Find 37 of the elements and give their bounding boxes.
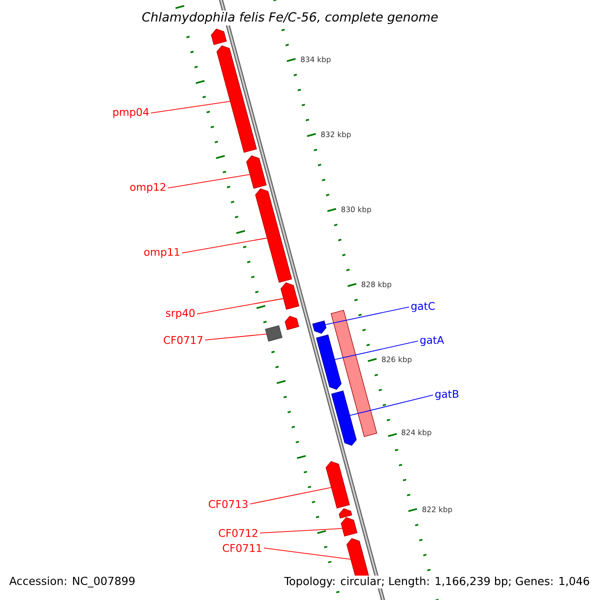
gene-feature (280, 282, 300, 310)
gene-bar (330, 310, 378, 437)
gene-feature (216, 45, 257, 153)
gene-label: omp11 (144, 248, 180, 258)
gene-feature (331, 390, 357, 446)
leader-line (204, 334, 267, 340)
gene-feature (284, 316, 300, 330)
gene-label: CF0717 (164, 336, 202, 344)
gene-feature (326, 461, 350, 509)
gene-label: srp40 (166, 309, 195, 319)
leader-line (325, 306, 410, 325)
leader-line (350, 394, 434, 416)
gene-label: CF0711 (222, 544, 262, 552)
leader-line (182, 238, 268, 254)
gene-label: gatB (435, 390, 458, 400)
info-text: Topology: circular; Length: 1,166,239 bp; Genes: 1,046 (283, 576, 591, 588)
info-text: Accession: NC_007899 (8, 576, 136, 588)
gene-feature (312, 320, 326, 334)
gene-label: gatA (420, 336, 444, 346)
gene-feature (255, 188, 292, 283)
gene-feature (210, 28, 227, 45)
gene-label: CF0712 (218, 529, 258, 537)
gene-label: pmp04 (113, 108, 149, 118)
leader-line (260, 528, 343, 534)
leader-line (196, 298, 284, 314)
leader-line (334, 340, 418, 360)
leader-line (168, 174, 250, 188)
leader-line (264, 548, 351, 560)
gene-feature (316, 334, 342, 390)
leader-line (250, 487, 332, 504)
gene-label: CF0713 (208, 500, 248, 508)
gene-feature (338, 508, 352, 519)
title: Chlamydophila felis Fe/C-56, complete genome (140, 10, 440, 26)
gene-label: gatC (411, 302, 435, 312)
gene-feature (246, 155, 267, 189)
gene-label: omp12 (130, 183, 166, 193)
leader-line (150, 100, 230, 114)
